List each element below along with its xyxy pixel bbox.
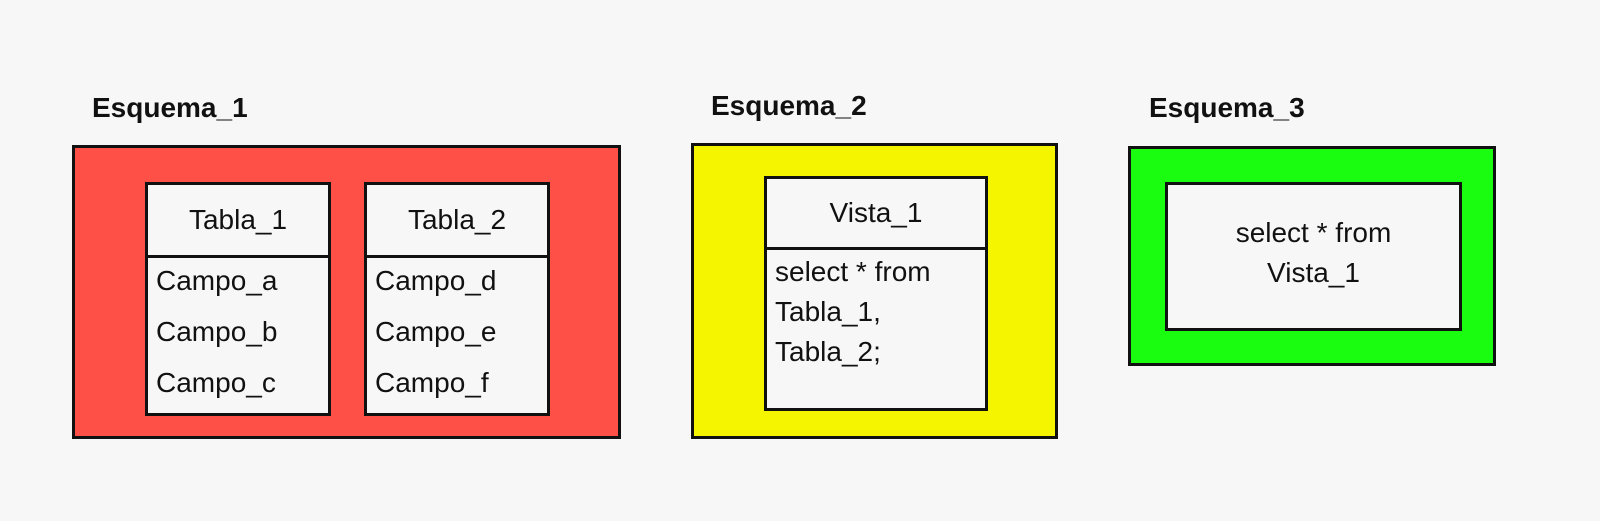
view-1-query: select * from Tabla_1, Tabla_2; xyxy=(775,252,931,372)
field: Campo_b xyxy=(156,316,278,347)
schema-1-box: Tabla_1 Campo_a Campo_b Campo_c Tabla_2 … xyxy=(72,145,621,439)
view-1: Vista_1 select * from Tabla_1, Tabla_2; xyxy=(764,176,988,411)
table-2-fields: Campo_d Campo_e Campo_f xyxy=(375,261,547,414)
field: Campo_d xyxy=(375,265,497,296)
field: Campo_f xyxy=(375,367,489,398)
view-1-header: Vista_1 xyxy=(767,179,985,250)
schema-1-label: Esquema_1 xyxy=(92,92,248,123)
table-2: Tabla_2 Campo_d Campo_e Campo_f xyxy=(364,182,550,416)
table-1-fields: Campo_a Campo_b Campo_c xyxy=(156,261,328,414)
field: Campo_e xyxy=(375,316,497,347)
schema-3-label: Esquema_3 xyxy=(1149,92,1305,123)
schema-3-query-box: select * from Vista_1 xyxy=(1165,182,1462,331)
schema-3-box: select * from Vista_1 xyxy=(1128,146,1496,366)
schema-2-box: Vista_1 select * from Tabla_1, Tabla_2; xyxy=(691,143,1058,439)
query-line: Tabla_2; xyxy=(775,336,881,367)
table-1: Tabla_1 Campo_a Campo_b Campo_c xyxy=(145,182,331,416)
field: Campo_c xyxy=(156,367,276,398)
query-line: Tabla_1, xyxy=(775,296,881,327)
query-line: select * from xyxy=(775,256,931,287)
query-line: Vista_1 xyxy=(1267,257,1360,288)
schema-3-query: select * from Vista_1 xyxy=(1168,213,1459,293)
schema-2-label: Esquema_2 xyxy=(711,90,867,121)
query-line: select * from xyxy=(1235,217,1392,248)
field: Campo_a xyxy=(156,265,278,296)
table-2-header: Tabla_2 xyxy=(367,185,547,258)
table-1-header: Tabla_1 xyxy=(148,185,328,258)
